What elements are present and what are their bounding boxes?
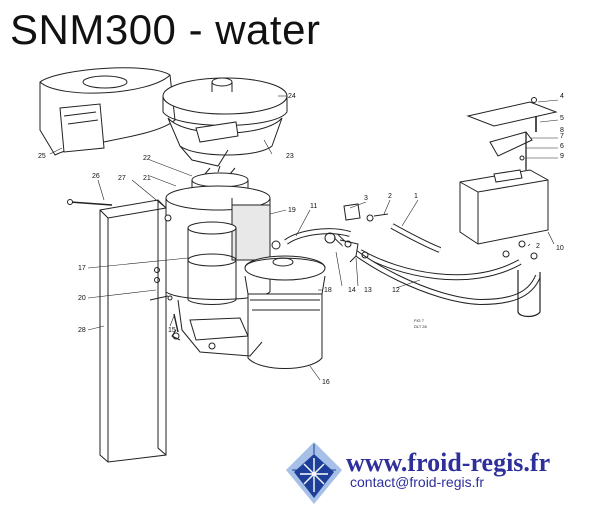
part-17-drum xyxy=(187,221,237,305)
part-28-side-panel xyxy=(99,199,167,463)
label-part-16: 16 xyxy=(322,379,330,386)
label-part-20: 20 xyxy=(78,295,86,302)
label-part-24: 24 xyxy=(288,93,296,100)
label-part-7: 7 xyxy=(560,133,564,140)
part-23-funnel xyxy=(167,117,283,167)
label-part-2b: 2 xyxy=(536,243,540,250)
website-link[interactable]: www.froid-regis.fr xyxy=(346,448,551,477)
drawing-ref: FIG 7 xyxy=(414,318,425,323)
label-part-26: 26 xyxy=(92,173,100,180)
label-part-12: 12 xyxy=(392,287,400,294)
label-part-22: 22 xyxy=(143,155,151,162)
label-part-3: 3 xyxy=(364,195,368,202)
part-15-connector xyxy=(172,313,180,340)
part-20-27-fittings xyxy=(149,214,173,301)
part-3-valve xyxy=(343,203,389,222)
label-part-23: 23 xyxy=(286,153,294,160)
part-26-screw xyxy=(67,199,113,206)
leader-lines xyxy=(49,95,559,381)
label-part-1: 1 xyxy=(414,193,418,200)
label-part-10: 10 xyxy=(556,245,564,252)
label-part-27: 27 xyxy=(118,175,126,182)
part-10-tank xyxy=(459,169,549,245)
part-4-9-float-assembly xyxy=(466,97,558,170)
label-part-15: 15 xyxy=(168,327,176,334)
tank-outlet-fittings xyxy=(502,240,538,260)
part-labels: 1 2 2 3 4 5 6 7 8 9 10 11 12 13 14 15 16… xyxy=(38,93,564,386)
label-part-5: 5 xyxy=(560,115,564,122)
part-19-housing xyxy=(165,185,271,300)
label-part-2: 2 xyxy=(388,193,392,200)
part-13-14-tee xyxy=(339,239,369,263)
part-18-motor xyxy=(244,255,326,369)
label-part-13: 13 xyxy=(364,287,372,294)
label-part-6: 6 xyxy=(560,143,564,150)
label-part-9: 9 xyxy=(560,153,564,160)
label-part-14: 14 xyxy=(348,287,356,294)
label-part-8: 8 xyxy=(560,127,564,134)
label-part-21: 21 xyxy=(143,175,151,182)
drawing-code: DLT 28 xyxy=(414,324,428,329)
part-11-12-hoses xyxy=(271,223,541,318)
label-part-18: 18 xyxy=(324,287,332,294)
label-part-25: 25 xyxy=(38,153,46,160)
contact-email-link[interactable]: contact@froid-regis.fr xyxy=(350,474,485,490)
label-part-17: 17 xyxy=(78,265,86,272)
label-part-28: 28 xyxy=(78,327,86,334)
snowflake-logo-icon xyxy=(286,442,342,504)
part-24-lid xyxy=(162,77,288,126)
label-part-19: 19 xyxy=(288,207,296,214)
page-title: SNM300 - water xyxy=(10,6,321,53)
part-25-tray xyxy=(39,67,176,156)
label-part-4: 4 xyxy=(560,93,564,100)
label-part-11: 11 xyxy=(310,203,317,210)
